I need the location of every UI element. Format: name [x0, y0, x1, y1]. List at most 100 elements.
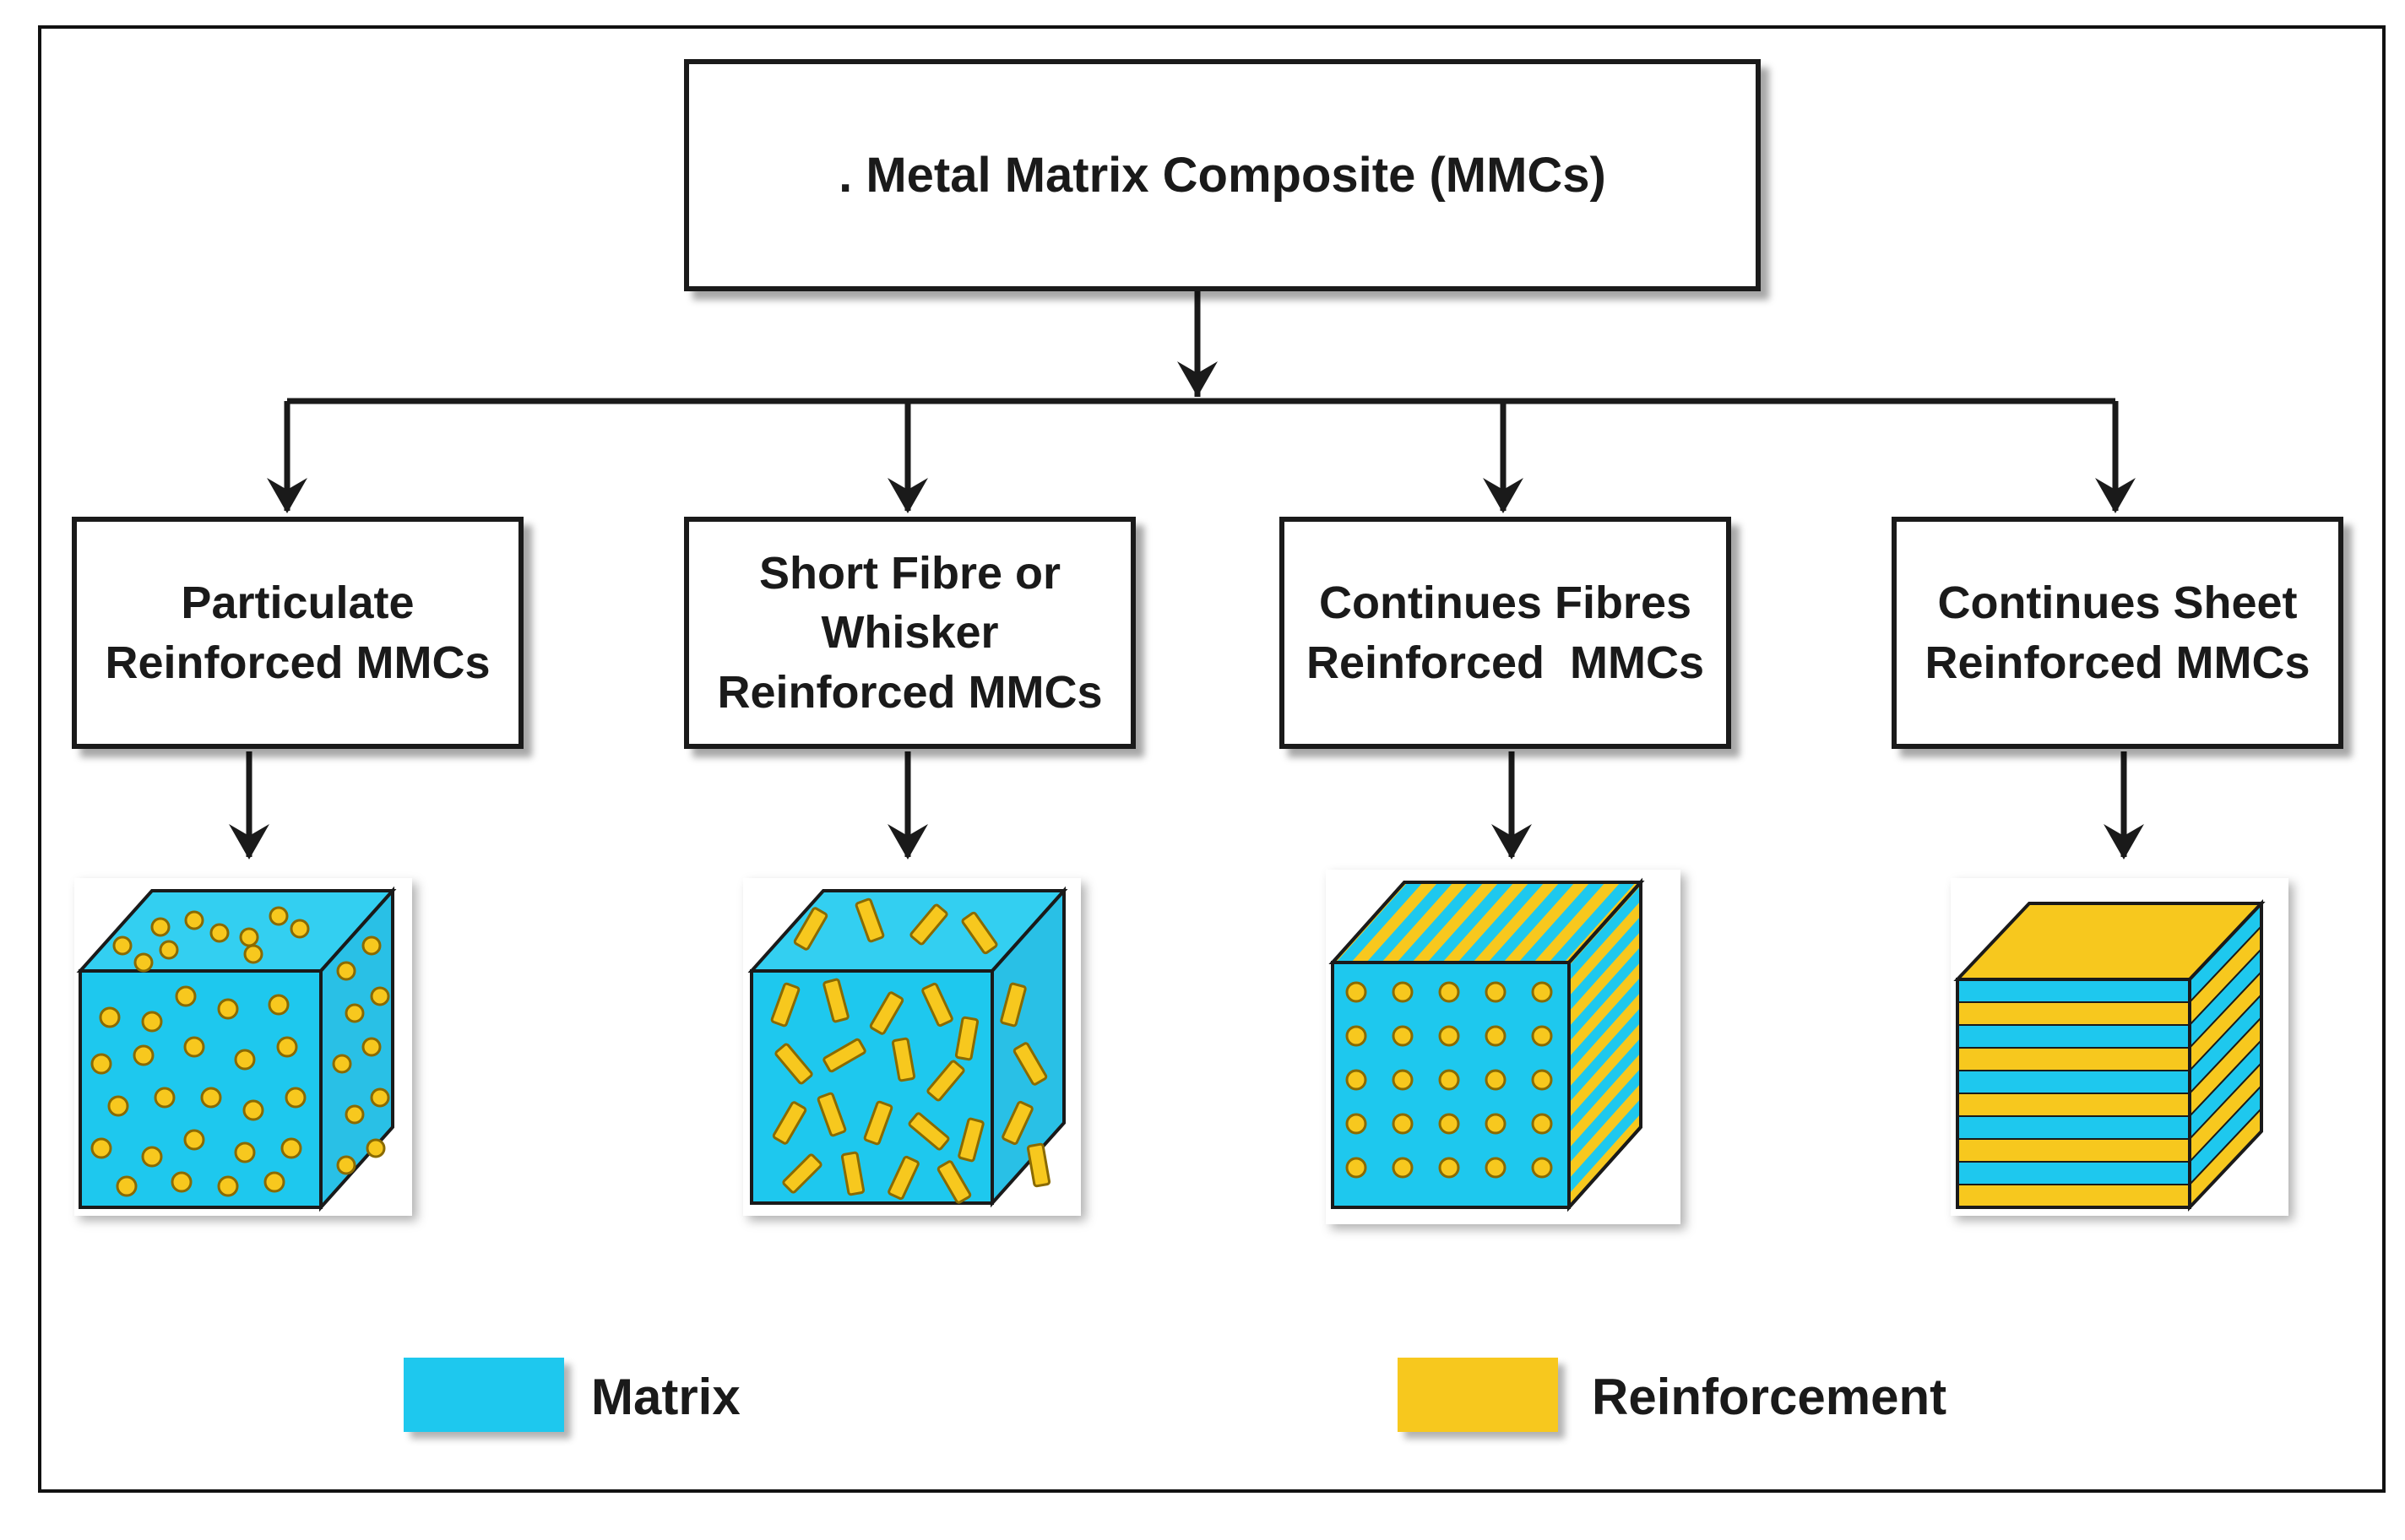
node-label-line: Reinforced MMCs — [105, 637, 491, 688]
reinforcement-particle — [90, 1137, 112, 1159]
reinforcement-particle — [1345, 981, 1367, 1003]
reinforcement-particle — [1438, 1069, 1460, 1091]
reinforcement-particle — [1438, 981, 1460, 1003]
node-continuous-fibres-reinforced: Continues Fibres Reinforced MMCs — [1279, 517, 1731, 749]
reinforcement-particle — [361, 1037, 382, 1057]
node-particulate-reinforced: Particulate Reinforced MMCs — [72, 517, 524, 749]
reinforcement-particle — [183, 1129, 205, 1151]
matrix-band — [1427, 882, 1514, 962]
reinforcement-particle — [209, 923, 230, 943]
reinforcement-whisker — [888, 1155, 920, 1201]
reinforcement-whisker — [782, 1153, 822, 1194]
reinforcement-particle — [345, 1104, 365, 1125]
reinforcement-particle — [1485, 1113, 1507, 1135]
sheet-layer-front — [1957, 1001, 2191, 1026]
matrix-band — [1549, 882, 1636, 962]
reinforcement-particle — [107, 1095, 129, 1117]
reinforcement-whisker — [863, 1100, 893, 1146]
node-continuous-sheet-reinforced: Continues Sheet Reinforced MMCs — [1892, 517, 2343, 749]
reinforcement-particle — [141, 1146, 163, 1168]
figure-frame — [38, 25, 2386, 1493]
reinforcement-particle — [171, 1171, 193, 1193]
reinforcement-particle — [1392, 1025, 1414, 1047]
reinforcement-whisker — [869, 991, 904, 1035]
matrix-band — [1569, 1068, 1641, 1163]
matrix-band — [1336, 882, 1423, 962]
reinforcement-whisker — [770, 982, 801, 1028]
matrix-band — [1366, 882, 1453, 962]
node-label-line: Reinforced MMCs — [1925, 637, 2310, 688]
legend-reinforcement-swatch — [1398, 1358, 1558, 1432]
cube-side-outline — [1567, 877, 1642, 1212]
reinforcement-particle — [1345, 1157, 1367, 1179]
reinforcement-particle — [184, 910, 204, 930]
node-label-line: Reinforced MMCs — [1306, 637, 1705, 688]
reinforcement-particle — [1531, 1157, 1553, 1179]
sheet-layer-front — [1957, 1115, 2191, 1140]
reinforcement-particle — [268, 994, 290, 1016]
matrix-band — [1518, 882, 1605, 962]
reinforcement-particle — [276, 1036, 298, 1058]
sheet-layer-front — [1957, 1161, 2191, 1185]
matrix-band — [1569, 916, 1641, 1011]
reinforcement-particle — [239, 927, 259, 947]
reinforcement-particle — [1531, 981, 1553, 1003]
reinforcement-particle — [133, 952, 154, 973]
reinforcement-particle — [234, 1049, 256, 1071]
reinforcement-whisker — [774, 1043, 813, 1085]
node-label-line: Whisker — [821, 607, 999, 659]
reinforcement-whisker — [921, 982, 953, 1028]
reinforcement-particle — [217, 1175, 239, 1197]
reinforcement-particle — [1485, 1157, 1507, 1179]
reinforcement-particle — [1485, 1069, 1507, 1091]
node-short-fibre-whisker-reinforced: Short Fibre or Whisker Reinforced MMCs — [684, 517, 1136, 749]
reinforcement-particle — [1485, 981, 1507, 1003]
reinforcement-particle — [366, 1138, 386, 1158]
matrix-band — [1569, 977, 1641, 1072]
reinforcement-whisker — [936, 1160, 972, 1204]
reinforcement-whisker — [958, 1117, 985, 1163]
reinforcement-particle — [133, 1044, 155, 1066]
matrix-band — [1488, 882, 1575, 962]
node-label-line: Continues Fibres — [1318, 578, 1692, 629]
reinforcement-particle — [150, 917, 171, 937]
arrowhead — [888, 478, 928, 513]
reinforcement-whisker — [793, 907, 828, 951]
matrix-band — [1397, 882, 1484, 962]
matrix-band — [1569, 946, 1641, 1042]
legend-matrix-label: Matrix — [591, 1369, 741, 1425]
arrowhead — [229, 824, 269, 859]
reinforcement-whisker — [1000, 982, 1027, 1028]
arrowhead — [267, 478, 307, 513]
reinforcement-particle — [361, 935, 382, 956]
reinforcement-particle — [175, 985, 197, 1007]
legend-reinforcement-label: Reinforcement — [1592, 1369, 1947, 1425]
cube-continuous-fibre — [1326, 870, 1680, 1224]
reinforcement-particle — [1438, 1025, 1460, 1047]
reinforcement-whisker — [840, 1151, 866, 1196]
sheet-layer-front — [1957, 1093, 2191, 1117]
root-node-title: . Metal Matrix Composite (MMCs) — [839, 148, 1606, 203]
reinforcement-particle — [285, 1087, 307, 1109]
reinforcement-particle — [200, 1087, 222, 1109]
arrowhead — [2104, 824, 2144, 859]
reinforcement-particle — [263, 1171, 285, 1193]
root-node-metal-matrix-composite: . Metal Matrix Composite (MMCs) — [684, 59, 1761, 291]
reinforcement-particle — [370, 986, 390, 1006]
reinforcement-particle — [243, 944, 263, 964]
reinforcement-particle — [1392, 981, 1414, 1003]
reinforcement-particle — [141, 1011, 163, 1033]
reinforcement-particle — [99, 1006, 121, 1028]
reinforcement-particle — [1531, 1113, 1553, 1135]
cube-short-fibre — [743, 878, 1081, 1216]
matrix-band — [1458, 882, 1545, 962]
sheet-layer-front — [1957, 1070, 2191, 1094]
arrowheads — [229, 361, 2144, 859]
reinforcement-whisker — [822, 1038, 866, 1073]
sheet-layer-front — [1957, 1138, 2191, 1163]
cube-particulate — [74, 878, 412, 1216]
reinforcement-particle — [332, 1054, 352, 1074]
reinforcement-particle — [1392, 1157, 1414, 1179]
reinforcement-whisker — [1026, 1142, 1051, 1188]
